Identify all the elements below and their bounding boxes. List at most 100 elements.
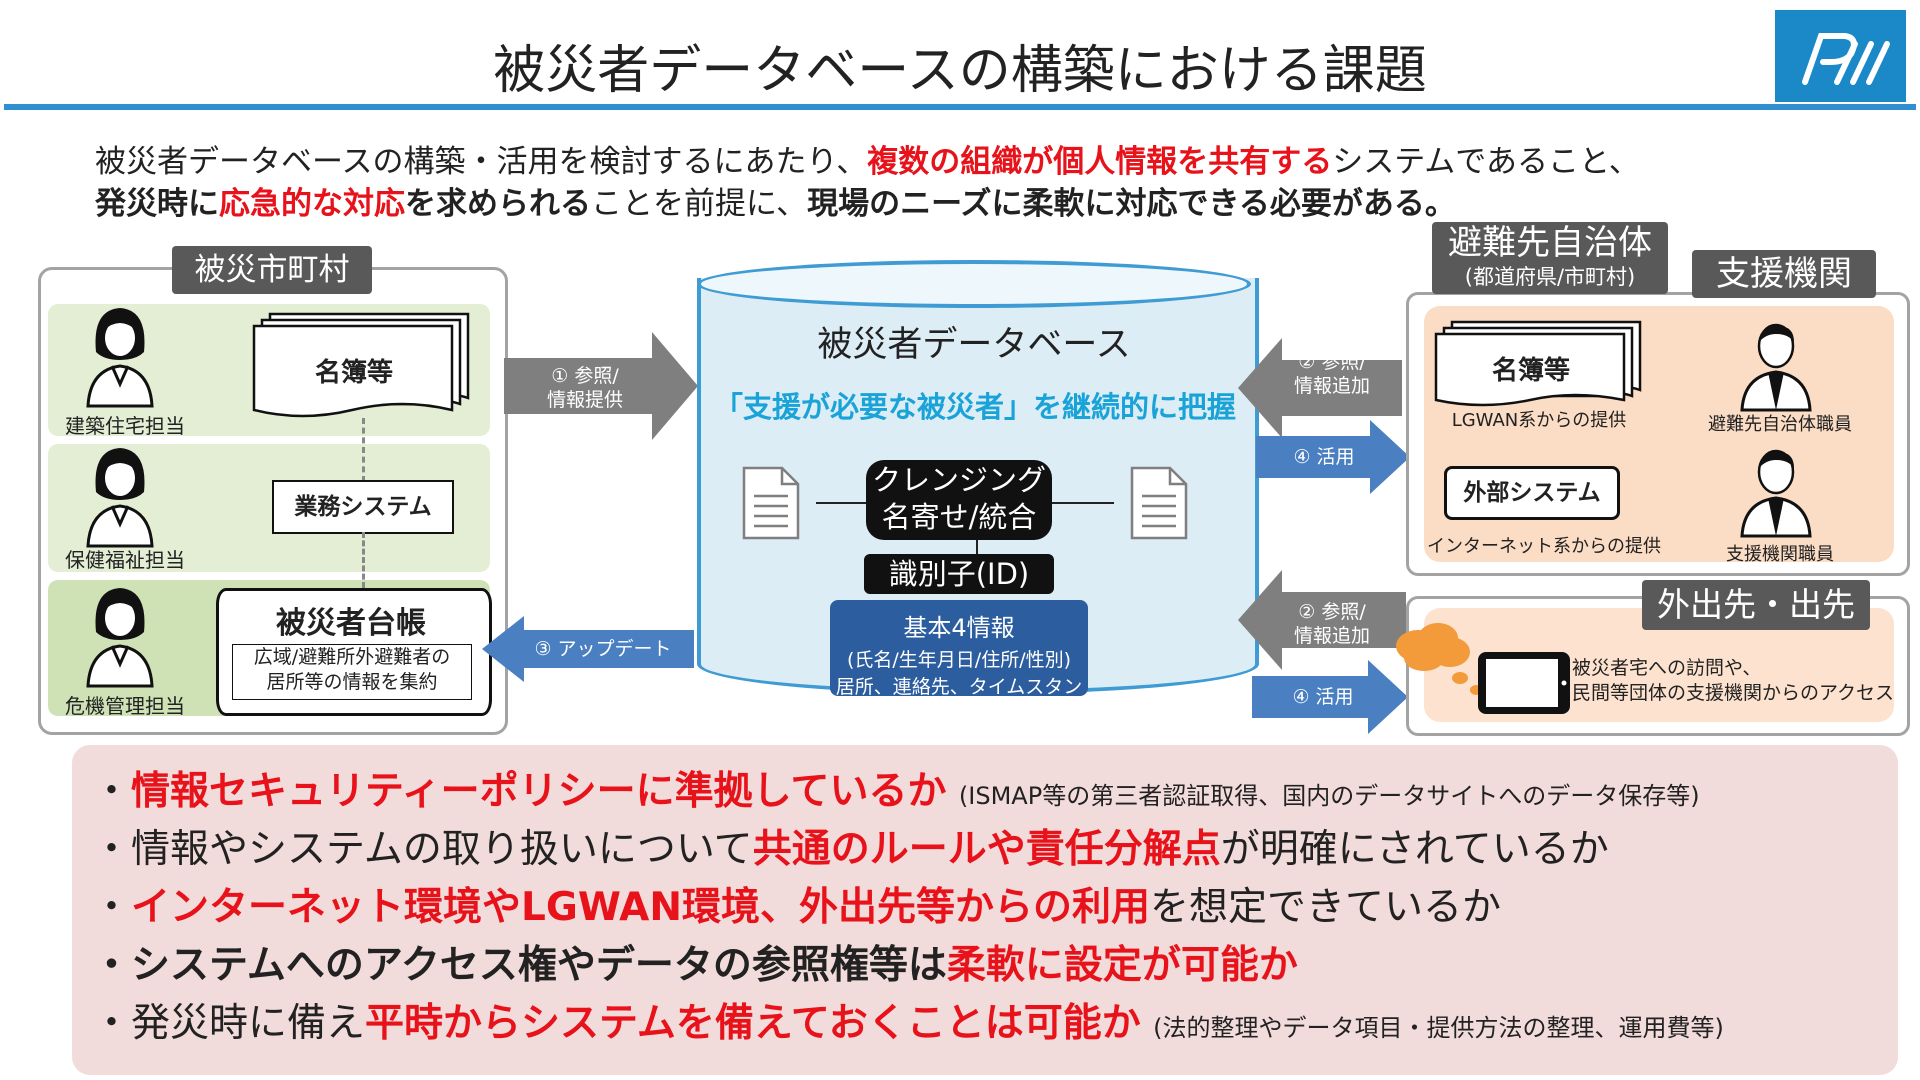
basic-info-line: 居所、連絡先、タイムスタンプ (835, 676, 1083, 725)
internet-note: インターネット系からの提供 (1427, 536, 1661, 557)
roster-document-stack (252, 312, 470, 418)
arrow-1-label: ① 参照/ 情報提供 (510, 364, 660, 412)
staff-person-icon (1740, 449, 1812, 538)
tablet-icon (1478, 652, 1570, 714)
arrow-5-label: ② 参照/ 情報追加 (1270, 600, 1394, 648)
issue-emphasis: インターネット環境やLGWAN環境、外出先等からの利用 (131, 885, 1150, 930)
thought-cloud-icon (1396, 623, 1482, 695)
arrow-4-label: ④ 活用 (1293, 446, 1355, 468)
connector-line (976, 540, 978, 554)
issue-note: (ISMAP等の第三者認証取得、国内のデータサイトへのデータ保存等) (958, 782, 1700, 810)
staff-person-icon (1740, 323, 1812, 412)
intro-text: 発災時に (95, 186, 219, 222)
outside-location-tag: 外出先・出先 (1642, 580, 1870, 630)
victim-ledger-note: 広域/避難所外避難者の 居所等の情報を集約 (232, 644, 472, 700)
support-organization-tag: 支援機関 (1692, 250, 1876, 298)
staff-person-icon (86, 448, 154, 548)
organization-logo (1775, 10, 1906, 102)
issue-item-1: ・情報セキュリティーポリシーに準拠しているか (ISMAP等の第三者認証取得、国… (92, 769, 1700, 814)
basic-info-box: 基本4情報 (氏名/生年月日/住所/性別) 居所、連絡先、タイムスタンプ (830, 600, 1088, 725)
document-icon (742, 466, 800, 540)
connector-line (816, 502, 866, 504)
intro-text: ことを前提に、 (591, 186, 808, 222)
database-subtitle: 「支援が必要な被災者」を継続的に把握 (713, 390, 1236, 424)
title-divider (4, 104, 1916, 110)
arrow-label-line: 情報提供 (546, 389, 623, 411)
basic-info-line: (氏名/生年月日/住所/性別) (846, 649, 1072, 671)
arrow-2-label: ② 参照/ 情報追加 (1270, 350, 1394, 398)
database-top (697, 260, 1251, 308)
issue-emphasis: 共通のルールや責任分解点 (752, 827, 1221, 872)
arrow-reference-add-lower (1238, 570, 1406, 670)
arrow-3-label: ③ アップデート (534, 638, 672, 660)
tag-line: (都道府県/市町村) (1464, 265, 1636, 289)
arrow-update (482, 616, 694, 682)
arrow-label-line: ① 参照/ (551, 365, 619, 387)
dashed-connector (362, 532, 365, 588)
roster-label: 名簿等 (314, 358, 393, 388)
page-title: 被災者データベースの構築における課題 (493, 41, 1427, 101)
arrow-utilize-lower (1252, 660, 1408, 734)
evacuation-staff-label: 避難先自治体職員 (1708, 414, 1852, 435)
intro-text: 被災者データベースの構築・活用を検討するにあたり、 (95, 144, 868, 180)
victim-ledger-title: 被災者台帳 (276, 606, 426, 641)
outside-note-line: 被災者宅への訪問や、 (1572, 657, 1762, 679)
issue-text: システムへのアクセス権やデータの参照権等は (131, 943, 947, 988)
issue-text: を想定できているか (1149, 885, 1501, 930)
arrow-label-line: 情報追加 (1293, 625, 1370, 647)
cleansing-line: 名寄せ/統合 (881, 500, 1037, 534)
cleansing-line: クレンジング (871, 463, 1046, 497)
logo-mark-icon (1802, 33, 1890, 85)
issue-item-2: ・情報やシステムの取り扱いについて共通のルールや責任分解点が明確にされているか (92, 827, 1609, 872)
document-icon (1130, 466, 1188, 540)
roster-document-stack (1434, 320, 1642, 407)
issue-item-4: ・システムへのアクセス権やデータの参照権等は柔軟に設定が可能か (92, 943, 1298, 988)
issue-text: が明確にされているか (1220, 827, 1609, 872)
identifier-box: 識別子(ID) (864, 554, 1054, 594)
intro-emphasis: 応急的な対応 (219, 186, 405, 222)
intro-emphasis: 複数の組織が個人情報を共有する (867, 144, 1333, 180)
ledger-note-line: 居所等の情報を集約 (266, 671, 438, 693)
staff-person-icon (86, 588, 154, 688)
issues-panel (72, 745, 1898, 1075)
role-housing: 建築住宅担当 (65, 414, 185, 438)
issue-note: (法的整理やデータ項目・提供方法の整理、運用費等) (1153, 1014, 1724, 1042)
issue-text: 発災時に備え (131, 1001, 366, 1046)
intro-line-2: 発災時に応急的な対応を求められることを前提に、現場のニーズに柔軟に対応できる必要… (95, 178, 1456, 223)
roster-label-right: 名簿等 (1491, 356, 1570, 386)
issue-emphasis: 柔軟に設定が可能か (946, 943, 1298, 988)
dashed-connector (362, 418, 365, 482)
arrow-reference-add-upper (1238, 338, 1402, 438)
outside-note: 被災者宅への訪問や、 民間等団体の支援機関からのアクセス (1572, 656, 1894, 706)
arrow-utilize-upper (1256, 420, 1410, 494)
connector-line (1050, 502, 1114, 504)
arrow-label-line: 情報追加 (1293, 375, 1370, 397)
arrow-label-line: ② 参照/ (1298, 601, 1366, 623)
arrow-label-line: ② 参照/ (1298, 351, 1366, 373)
intro-text: を求められる (405, 186, 591, 222)
support-staff-label: 支援機関職員 (1726, 544, 1834, 565)
issue-item-5: ・発災時に備え平時からシステムを備えておくことは可能か (法的整理やデータ項目・… (92, 1001, 1724, 1046)
issue-item-3: ・インターネット環境やLGWAN環境、外出先等からの利用を想定できているか (92, 885, 1501, 930)
arrow-6-label: ④ 活用 (1292, 686, 1354, 708)
evacuation-municipality-tag: 避難先自治体 (都道府県/市町村) (1432, 222, 1668, 294)
basic-info-title: 基本4情報 (903, 614, 1015, 642)
external-system-box: 外部システム (1444, 466, 1620, 520)
issue-emphasis: 平時からシステムを備えておくことは可能か (365, 1001, 1141, 1046)
role-crisis: 危機管理担当 (65, 694, 185, 718)
cleansing-pill: クレンジング 名寄せ/統合 (866, 460, 1052, 540)
affected-municipality-tag: 被災市町村 (172, 246, 372, 294)
lgwan-note: LGWAN系からの提供 (1451, 410, 1627, 431)
intro-text: システムであること、 (1332, 144, 1640, 180)
issue-text: 情報やシステムの取り扱いについて (131, 827, 753, 872)
outside-note-line: 民間等団体の支援機関からのアクセス (1572, 682, 1895, 704)
ledger-note-line: 広域/避難所外避難者の (253, 646, 451, 668)
role-welfare: 保健福祉担当 (65, 548, 185, 572)
staff-person-icon (86, 308, 154, 408)
arrow-reference-provide (504, 332, 698, 440)
intro-text: 現場のニーズに柔軟に対応できる必要がある。 (807, 186, 1456, 222)
tag-line: 避難先自治体 (1448, 223, 1652, 263)
intro-line-1: 被災者データベースの構築・活用を検討するにあたり、複数の組織が個人情報を共有する… (95, 136, 1640, 181)
issue-emphasis: 情報セキュリティーポリシーに準拠しているか (131, 769, 947, 814)
database-title: 被災者データベース (817, 325, 1131, 365)
